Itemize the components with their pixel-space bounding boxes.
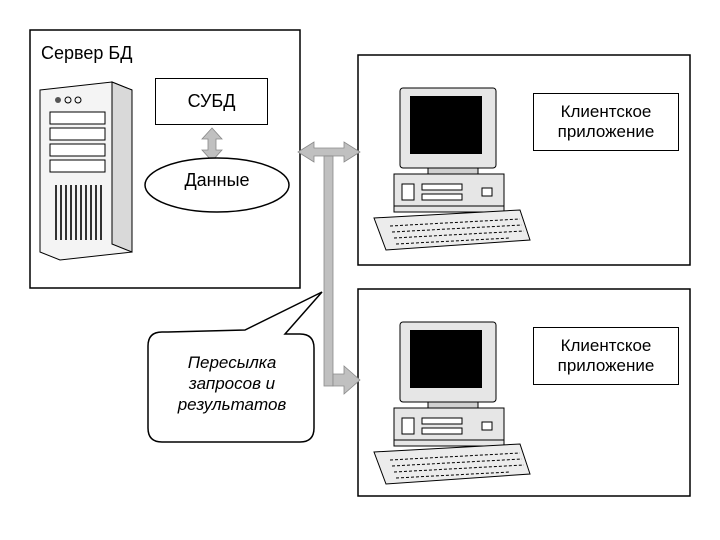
server-title: Сервер БД: [41, 43, 133, 63]
client-computer-icon-2: [373, 321, 531, 485]
callout-line-2: запросов и: [188, 374, 276, 393]
dbms-box: СУБД: [155, 78, 268, 125]
dbms-label: СУБД: [187, 91, 236, 111]
data-ellipse: [144, 157, 290, 213]
client-app-box-1: Клиентское приложение: [533, 93, 679, 151]
client-computer-icon-1: [373, 87, 531, 251]
data-label: Данные: [184, 170, 250, 190]
client-app-box-2: Клиентское приложение: [533, 327, 679, 385]
server-tower-icon: [39, 81, 133, 261]
callout-text: Пересылка запросов и результатов: [152, 352, 312, 415]
network-arrow: [297, 141, 361, 395]
client-app-label-2: Клиентское приложение: [557, 336, 655, 375]
callout-line-1: Пересылка: [187, 353, 277, 372]
callout-bubble: [147, 291, 323, 443]
callout-line-3: результатов: [177, 395, 287, 414]
client-app-label-1: Клиентское приложение: [557, 102, 655, 141]
